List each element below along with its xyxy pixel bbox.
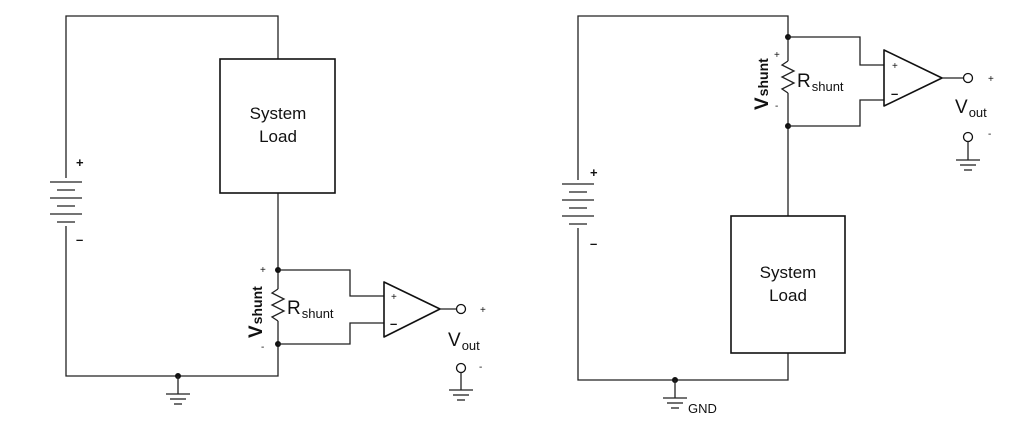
right-rshunt-label: Rshunt <box>797 71 844 94</box>
right-load-label-line1: System <box>760 263 817 282</box>
left-shunt-resistor <box>270 288 286 322</box>
right-gnd-label: GND <box>688 401 717 416</box>
right-ground-symbol <box>663 397 687 409</box>
left-vout-plus: + <box>480 305 486 316</box>
right-vshunt-label: Vshunt <box>752 58 773 110</box>
left-shunt-minus: - <box>261 342 264 353</box>
left-amp-plus: + <box>391 292 397 303</box>
left-vout-return-terminal <box>455 362 467 374</box>
left-sense-wire-plus <box>278 269 384 297</box>
left-vout-minus: - <box>479 362 482 373</box>
left-load-label-line2: Load <box>259 127 297 146</box>
right-vout-plus: + <box>988 74 994 85</box>
right-circuit: + – + - Vshunt Rshunt + – + Vout <box>562 15 994 416</box>
right-vout-ground-symbol <box>956 159 980 171</box>
left-ground-symbol <box>166 393 190 405</box>
right-vout-terminal <box>962 72 974 84</box>
left-battery-plus: + <box>76 155 84 170</box>
right-vout-minus: - <box>988 129 991 140</box>
right-system-load <box>730 215 846 354</box>
left-vshunt-label: Vshunt <box>246 286 267 338</box>
right-amp-minus: – <box>891 86 898 101</box>
right-wire-bottom <box>577 228 789 381</box>
right-battery <box>562 183 594 225</box>
right-shunt-minus: - <box>775 101 778 112</box>
right-vout-return-terminal <box>962 131 974 143</box>
right-amp-plus: + <box>892 61 898 72</box>
left-rshunt-label: Rshunt <box>287 298 334 321</box>
left-wire-bottom <box>65 226 279 377</box>
left-load-label-line1: System <box>250 104 307 123</box>
left-shunt-plus: + <box>260 265 266 276</box>
left-vout-terminal <box>455 303 467 315</box>
right-battery-plus: + <box>590 165 598 180</box>
left-battery-minus: – <box>76 232 83 247</box>
right-sense-wire-minus <box>788 99 884 127</box>
left-battery <box>50 181 82 223</box>
left-sense-wire-minus <box>278 322 384 345</box>
right-battery-minus: – <box>590 236 597 251</box>
right-load-label-line2: Load <box>769 286 807 305</box>
left-vout-ground-symbol <box>449 389 473 401</box>
left-circuit: + – System Load + - Vshunt Rshunt + – <box>50 15 486 405</box>
left-wire-top <box>65 15 279 178</box>
left-amp-minus: – <box>390 316 397 331</box>
right-shunt-resistor <box>780 60 796 94</box>
right-wire-top <box>577 15 789 180</box>
left-vout-label: Vout <box>448 330 480 353</box>
right-shunt-plus: + <box>774 50 780 61</box>
left-op-amp <box>383 281 441 338</box>
right-vout-label: Vout <box>955 97 987 120</box>
left-system-load <box>219 58 336 194</box>
right-sense-wire-plus <box>788 36 884 66</box>
right-op-amp <box>883 49 943 107</box>
